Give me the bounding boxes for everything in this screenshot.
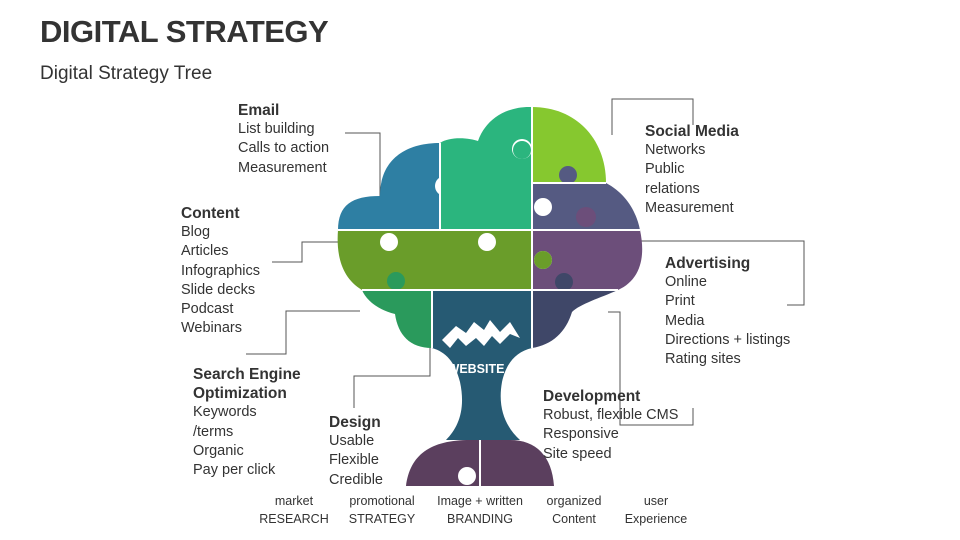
content-item: Articles xyxy=(181,243,229,260)
page-subtitle: Digital Strategy Tree xyxy=(40,63,213,84)
connector-development xyxy=(608,311,694,426)
connector-content xyxy=(272,241,338,263)
social-media-item: relations xyxy=(645,180,700,197)
connector-seo xyxy=(246,310,360,355)
content-item: Webinars xyxy=(181,320,242,337)
seo-item: Pay per click xyxy=(193,462,276,479)
footer-label-market-research: market RESEARCH xyxy=(239,493,349,528)
website-label: WEBSITE xyxy=(448,362,505,376)
design-item: Flexible xyxy=(329,452,379,469)
development-heading: Development xyxy=(543,388,641,405)
social-media-item: Measurement xyxy=(645,199,734,216)
design-heading: Design xyxy=(329,414,381,431)
advertising-item: Online xyxy=(665,274,707,291)
connector-design xyxy=(353,333,431,408)
footer-label-branding: Image + written BRANDING xyxy=(425,493,535,528)
development-block: Development Robust, flexible CMS Respons… xyxy=(543,387,678,464)
email-heading: Email xyxy=(238,102,280,119)
footer-line: Experience xyxy=(624,511,688,526)
social-media-block: Social Media Networks Public relations M… xyxy=(645,122,739,218)
email-block: Email List building Calls to action Meas… xyxy=(238,101,329,178)
footer-line: RESEARCH xyxy=(259,511,329,526)
advertising-item: Media xyxy=(665,312,705,329)
social-media-heading: Social Media xyxy=(645,123,739,140)
seo-item: Keywords xyxy=(193,404,257,421)
puzzle-knob xyxy=(513,141,531,159)
design-block: Design Usable Flexible Credible xyxy=(329,413,383,490)
footer-line: organized xyxy=(546,494,602,508)
design-item: Usable xyxy=(329,433,375,450)
email-item: Calls to action xyxy=(238,140,330,157)
content-puzzle-piece xyxy=(337,230,532,290)
footer-line: Image + written xyxy=(437,494,523,508)
social-media-item: Public xyxy=(645,161,685,178)
footer-label-promotional-strategy: promotional STRATEGY xyxy=(327,493,437,528)
seo-item: /terms xyxy=(193,423,234,440)
development-item: Responsive xyxy=(543,426,619,443)
puzzle-knob xyxy=(534,251,552,269)
footer-line: promotional xyxy=(349,494,415,508)
trunk-highlight-shape xyxy=(442,320,520,348)
advertising-item: Directions + listings xyxy=(665,331,791,348)
connector-email xyxy=(345,132,381,200)
seo-block: Search Engine Optimization Keywords /ter… xyxy=(193,365,301,480)
footer-line: user xyxy=(643,494,669,508)
development-item: Robust, flexible CMS xyxy=(543,407,679,424)
footer-label-user-experience: user Experience xyxy=(601,493,711,528)
email-puzzle-piece xyxy=(338,143,455,230)
connector-social xyxy=(611,98,694,135)
social-media-puzzle-piece xyxy=(532,107,606,183)
seo-heading-line: Optimization xyxy=(193,385,287,403)
email-item: Measurement xyxy=(238,159,327,176)
connector-advertising xyxy=(640,240,805,306)
content-item: Blog xyxy=(181,224,211,241)
footer-line: Content xyxy=(552,511,596,526)
connector-lines xyxy=(246,98,805,426)
advertising-item: Print xyxy=(665,293,695,310)
email-item: List building xyxy=(238,121,315,138)
seo-item: Organic xyxy=(193,442,244,459)
footer-line: market xyxy=(274,494,314,508)
development-item: Site speed xyxy=(543,445,612,462)
page-title: DIGITAL STRATEGY xyxy=(40,14,329,49)
content-heading: Content xyxy=(181,205,240,222)
seo-heading-line: Search Engine xyxy=(193,366,301,383)
content-item: Podcast xyxy=(181,301,234,318)
content-item: Slide decks xyxy=(181,281,256,298)
content-item: Infographics xyxy=(181,262,260,279)
advertising-heading: Advertising xyxy=(665,255,751,272)
design-item: Credible xyxy=(329,471,383,488)
advertising-block: Advertising Online Print Media Direction… xyxy=(665,254,790,369)
social-lower-puzzle-piece xyxy=(532,166,640,230)
development-puzzle-piece xyxy=(532,273,618,348)
advertising-item: Rating sites xyxy=(665,351,741,368)
advertising-puzzle-piece xyxy=(532,207,643,290)
footer-line: BRANDING xyxy=(447,511,513,526)
social-media-item: Networks xyxy=(645,142,706,159)
content-block: Content Blog Articles Infographics Slide… xyxy=(181,204,260,338)
footer-line: STRATEGY xyxy=(348,511,416,526)
design-puzzle-piece xyxy=(440,106,532,230)
footer-label-organized-content: organized Content xyxy=(519,493,629,528)
